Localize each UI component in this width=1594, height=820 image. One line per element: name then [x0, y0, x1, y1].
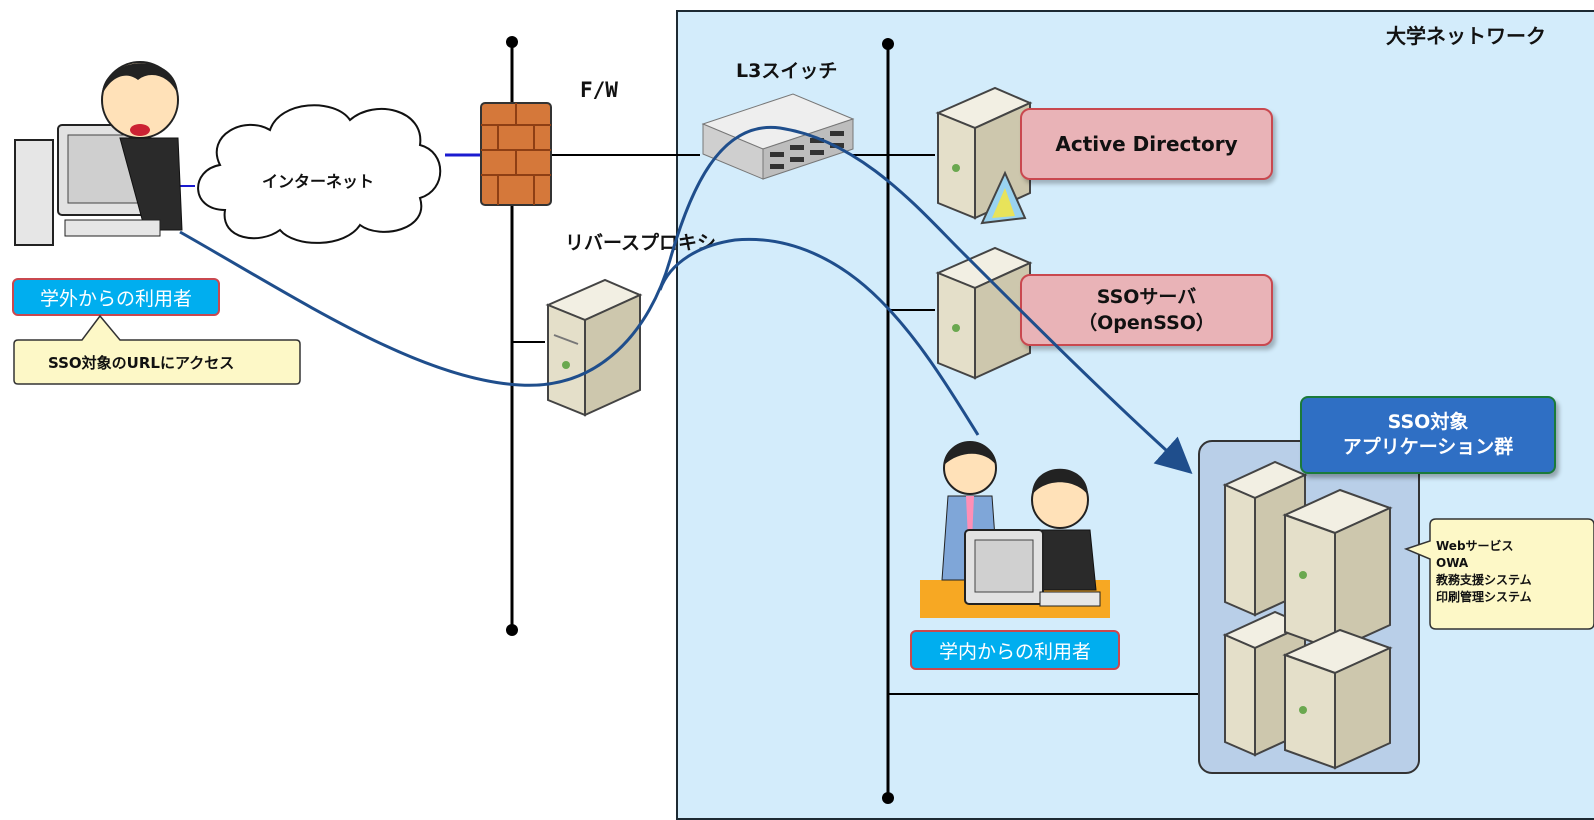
backbone2-bottom-dot: [882, 792, 894, 804]
external-user-callout: SSO対象のURLにアクセス: [48, 354, 235, 372]
internal-user-label: 学内からの利用者: [910, 630, 1120, 670]
external-user-label: 学外からの利用者: [12, 278, 220, 316]
app-servers-icon: [1222, 460, 1393, 770]
external-user-pc-icon: [14, 61, 183, 246]
sso-server-label-line2: （OpenSSO）: [1078, 312, 1215, 334]
external-flow-arrow: [179, 125, 1193, 475]
internal-flow-line: [658, 237, 980, 436]
ad-server-icon: [935, 86, 1033, 225]
app-item-web: Webサービス: [1436, 539, 1514, 553]
backbone-bottom-dot: [506, 624, 518, 636]
app-group-title-line2: アプリケーション群: [1342, 436, 1514, 458]
sso-server-icon: [935, 246, 1033, 380]
firewall-icon: [480, 102, 552, 206]
firewall-label: F/W: [580, 78, 618, 102]
active-directory-box: Active Directory: [1020, 108, 1273, 180]
active-directory-label: Active Directory: [1055, 132, 1238, 156]
app-item-print: 印刷管理システム: [1436, 590, 1532, 604]
l3-switch-label: L3スイッチ: [736, 60, 838, 82]
app-item-academic: 教務支援システム: [1436, 573, 1532, 587]
internet-label: インターネット: [262, 172, 375, 191]
app-item-owa: OWA: [1436, 556, 1469, 570]
internal-users-icon: [920, 441, 1110, 618]
app-group-title-line1: SSO対象: [1387, 411, 1469, 433]
sso-server-box: SSOサーバ （OpenSSO）: [1020, 274, 1273, 346]
sso-server-label-line1: SSOサーバ: [1096, 286, 1197, 308]
zone-title: 大学ネットワーク: [1386, 24, 1546, 48]
callout-shape: [13, 314, 301, 385]
backbone2-top-dot: [882, 38, 894, 50]
app-list: Webサービス OWA 教務支援システム 印刷管理システム: [1436, 538, 1532, 606]
backbone-top-dot: [506, 36, 518, 48]
internet-cloud-icon: [197, 104, 442, 244]
app-group-title-box: SSO対象 アプリケーション群: [1300, 396, 1556, 474]
